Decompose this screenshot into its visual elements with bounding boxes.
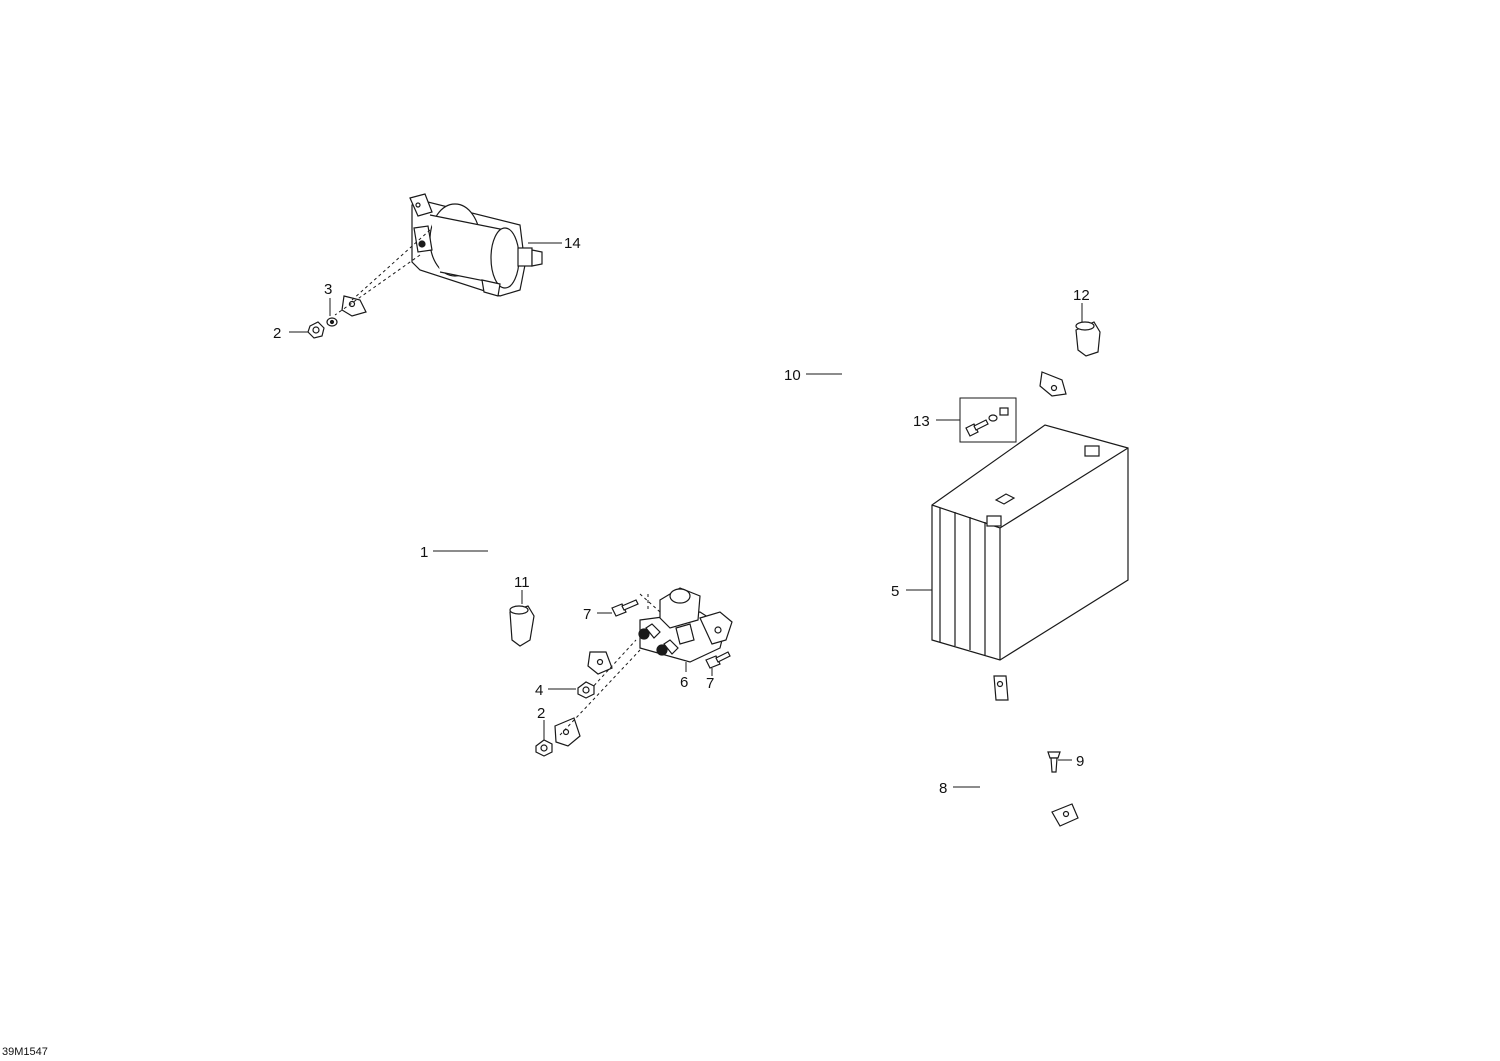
diagram-reference-code: 39M1547 <box>2 1046 48 1058</box>
ground-cable-8 <box>977 675 1079 827</box>
callout-1: 1 <box>420 544 428 561</box>
starter-cable-1 <box>341 295 581 772</box>
leader-lines <box>289 242 1083 788</box>
callout-4: 4 <box>535 682 543 699</box>
starter-solenoid <box>638 587 733 663</box>
callout-2-bottom: 2 <box>537 705 545 722</box>
starter-motor <box>409 193 543 297</box>
screw-left <box>611 599 639 617</box>
screw-right <box>705 651 731 669</box>
callout-6: 6 <box>680 674 688 691</box>
terminal-boot-12 <box>1075 321 1101 357</box>
nut-top <box>307 321 325 339</box>
callout-13: 13 <box>913 413 930 430</box>
battery <box>931 424 1129 661</box>
callout-5: 5 <box>891 583 899 600</box>
callout-12: 12 <box>1073 287 1090 304</box>
nut-solenoid <box>577 681 595 699</box>
callout-11: 11 <box>514 574 530 591</box>
screw-ground <box>1047 751 1061 773</box>
washer <box>326 317 338 327</box>
callout-10: 10 <box>784 367 801 384</box>
callout-3: 3 <box>324 281 332 298</box>
battery-cable-10 <box>561 187 1067 675</box>
callout-2-top: 2 <box>273 325 281 342</box>
callout-14: 14 <box>564 235 581 252</box>
callout-9: 9 <box>1076 753 1084 770</box>
callout-8: 8 <box>939 780 947 797</box>
callout-7-left: 7 <box>583 606 591 623</box>
callout-7-right: 7 <box>706 675 714 692</box>
terminal-boot-11 <box>509 605 535 647</box>
battery-hardware-kit <box>959 397 1017 443</box>
nut-bottom <box>535 739 553 757</box>
